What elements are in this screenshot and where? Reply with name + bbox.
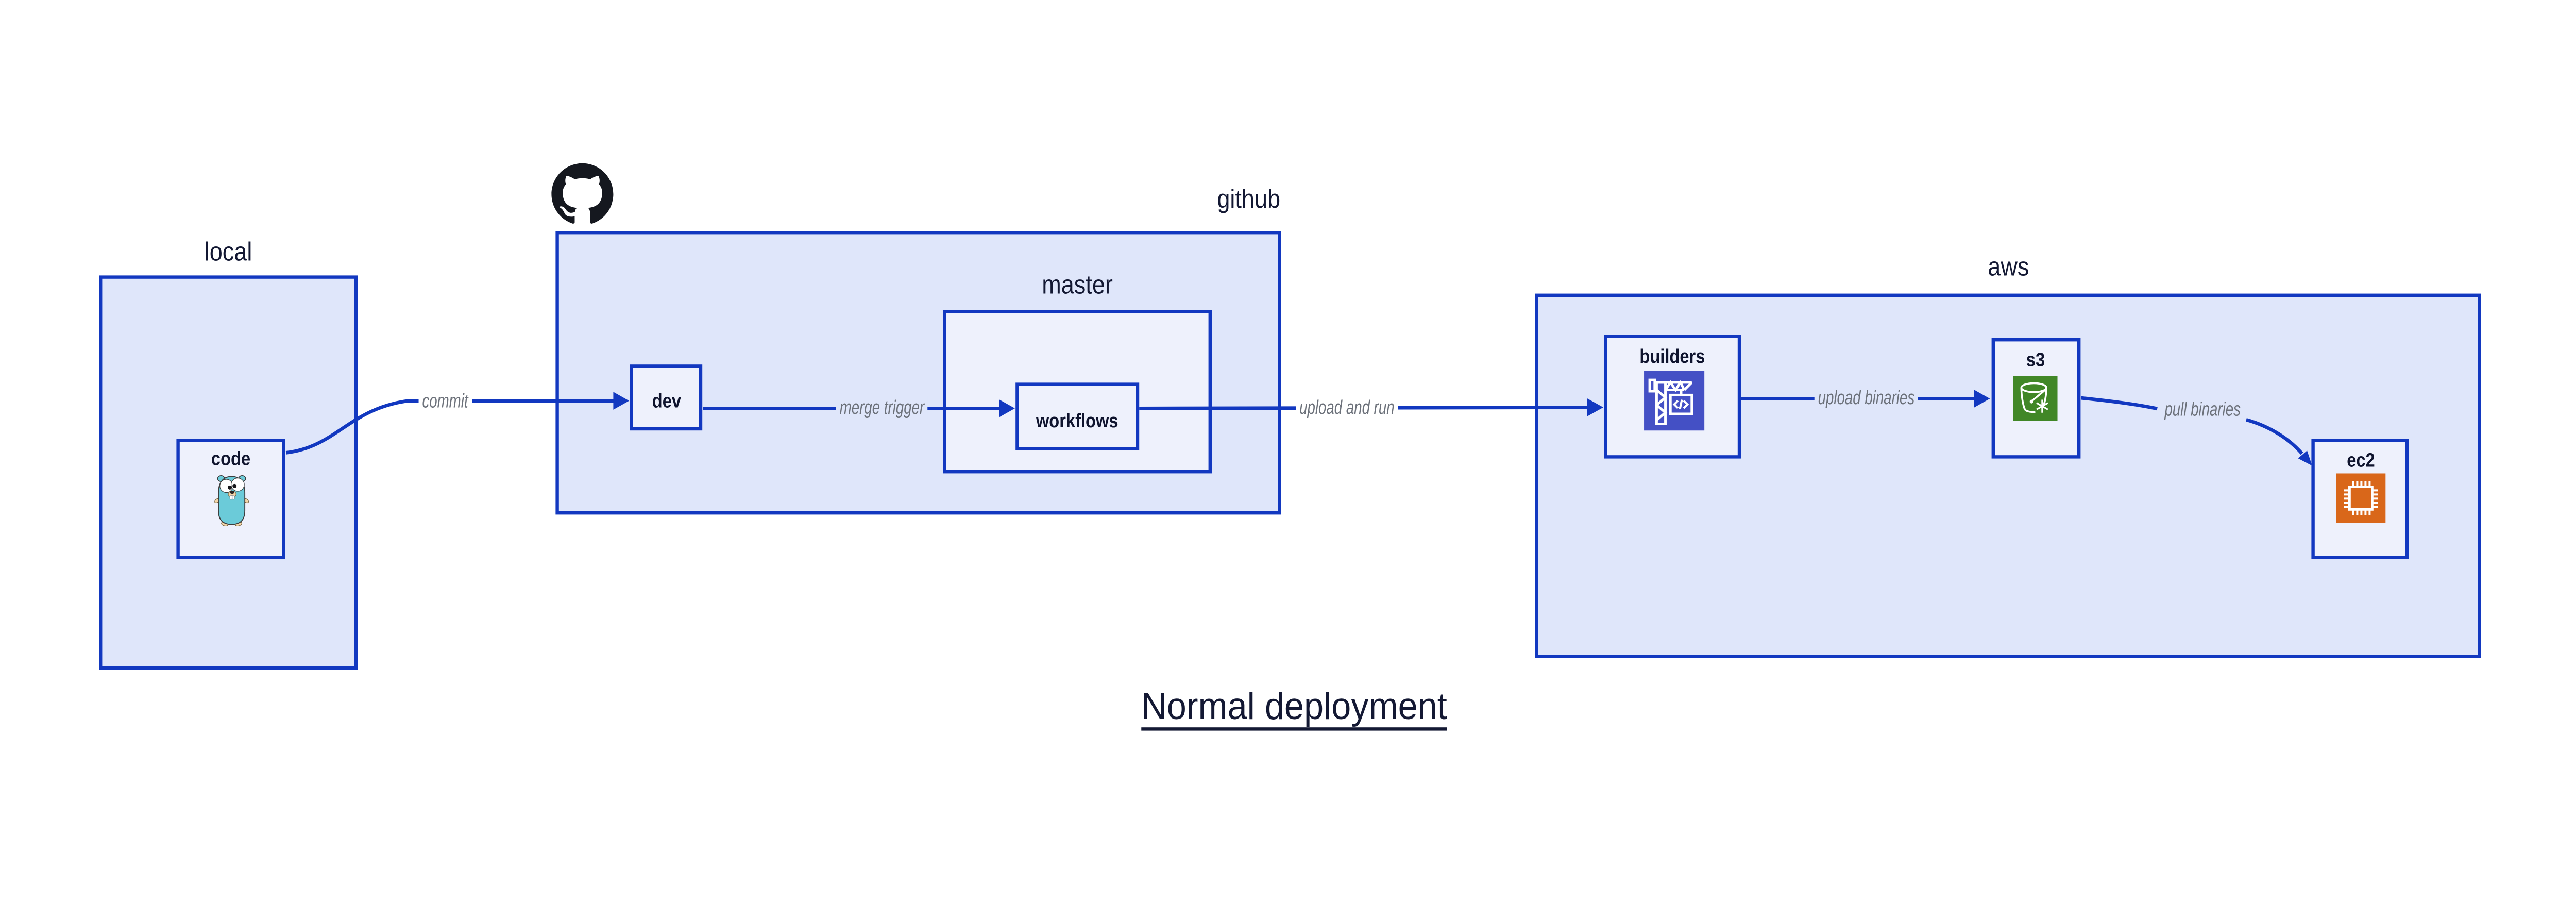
edge-label-upload-binaries: upload binaries (1814, 387, 1918, 410)
node-s3-label: s3 (2026, 347, 2045, 371)
github-group-label: github (1217, 186, 1281, 214)
edge-label-commit: commit (418, 389, 471, 412)
edge-label-upload-and-run: upload and run (1295, 396, 1398, 420)
local-group-label: local (204, 239, 252, 268)
aws-group-label: aws (1987, 254, 2028, 282)
node-ec2: ec2 (2312, 438, 2410, 559)
node-dev-label: dev (651, 389, 681, 412)
github-octocat-icon (551, 162, 614, 223)
node-workflows: workflows (1015, 382, 1139, 450)
node-code: code (177, 438, 285, 560)
node-workflows-label: workflows (1036, 408, 1118, 432)
edge-label-merge-trigger: merge trigger (836, 396, 929, 420)
node-ec2-label: ec2 (2346, 448, 2375, 472)
codebuild-crane-icon (1643, 370, 1704, 431)
node-builders-label: builders (1639, 344, 1705, 368)
node-dev: dev (630, 364, 703, 431)
s3-bucket-icon (2013, 375, 2058, 421)
go-gopher-icon (213, 474, 248, 526)
diagram-title: Normal deployment (1140, 684, 1447, 728)
master-group-label: master (1041, 272, 1113, 300)
node-code-label: code (211, 447, 251, 471)
ec2-chip-icon (2335, 474, 2385, 524)
node-builders: builders (1604, 335, 1741, 459)
edge-label-pull-binaries: pull binaries (2160, 397, 2244, 421)
node-s3: s3 (1991, 338, 2081, 459)
